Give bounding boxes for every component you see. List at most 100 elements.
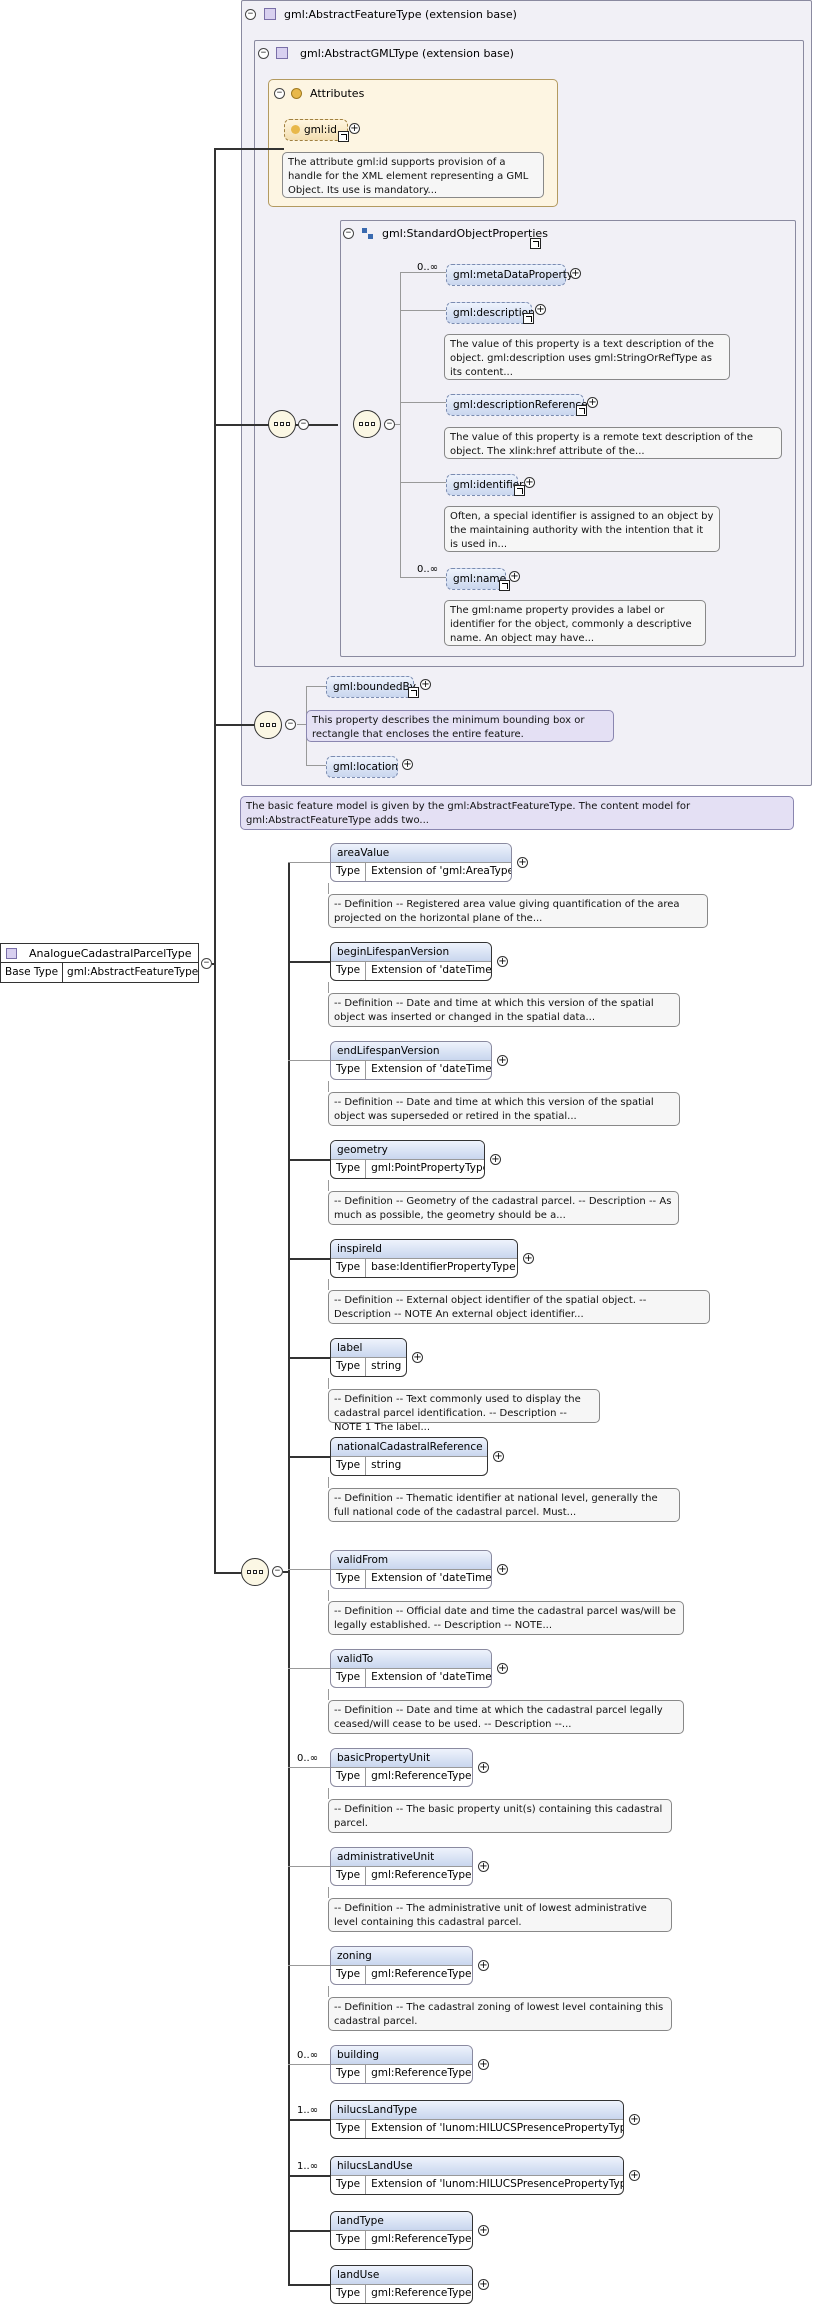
expand-button[interactable]: + [497, 1055, 508, 1066]
expand-button[interactable]: + [524, 477, 535, 488]
expand-button[interactable]: + [478, 1762, 489, 1773]
occurrence-label: 0..∞ [297, 1753, 319, 1764]
expand-button[interactable]: + [497, 956, 508, 967]
sequence-compositor-icon[interactable] [268, 410, 296, 438]
expand-button[interactable]: + [402, 759, 413, 770]
expand-button[interactable]: + [517, 857, 528, 868]
connector [288, 2230, 330, 2232]
element-gml-boundedby[interactable]: gml:boundedBy [326, 676, 416, 698]
element-gml-descriptionreference[interactable]: gml:descriptionReference [446, 394, 588, 416]
expand-button[interactable]: + [478, 2279, 489, 2290]
abstract-feature-doc: The basic feature model is given by the … [240, 796, 794, 830]
expand-button[interactable]: + [478, 2059, 489, 2070]
abstract-feature-title: gml:AbstractFeatureType (extension base) [284, 8, 517, 21]
expand-button[interactable]: + [493, 1451, 504, 1462]
collapse-sequence-button[interactable]: − [298, 419, 309, 430]
expand-button[interactable]: + [412, 1352, 423, 1363]
reference-icon [514, 485, 525, 496]
expand-button[interactable]: + [570, 268, 581, 279]
type-value: gml:ReferenceType [371, 1869, 472, 1881]
occurrence-label: 0..∞ [417, 564, 439, 575]
element-gml-identifier[interactable]: gml:identifier [446, 474, 523, 496]
collapse-attributes-button[interactable]: − [274, 88, 285, 99]
connector [306, 765, 326, 766]
collapse-abstract-gml-button[interactable]: − [258, 48, 269, 59]
element-gml-name[interactable]: gml:name [446, 568, 506, 590]
collapse-standard-props-button[interactable]: − [343, 228, 354, 239]
type-value: base:IdentifierPropertyType [371, 1261, 516, 1273]
collapse-sequence-button[interactable]: − [285, 719, 296, 730]
connector [328, 1477, 329, 1488]
element-gml-location[interactable]: gml:location [326, 756, 398, 778]
connector [288, 1668, 330, 1669]
sequence-compositor-icon[interactable] [353, 410, 381, 438]
connector [283, 1571, 288, 1573]
connector [328, 982, 329, 993]
element-doc: -- Definition -- Geometry of the cadastr… [328, 1191, 679, 1225]
element-gml-description[interactable]: gml:description [446, 302, 535, 324]
element-name: nationalCadastralReference [331, 1438, 487, 1457]
expand-button[interactable]: + [420, 679, 431, 690]
expand-button[interactable]: + [478, 2225, 489, 2236]
reference-icon [523, 313, 534, 324]
expand-button[interactable]: + [629, 2114, 640, 2125]
collapse-abstract-feature-button[interactable]: − [245, 9, 256, 20]
connector [306, 686, 326, 687]
root-type-box[interactable]: AnalogueCadastralParcelType Base Type gm… [0, 943, 199, 983]
expand-button[interactable]: + [478, 1960, 489, 1971]
element-label: gml:metaDataProperty [453, 269, 574, 281]
expand-button[interactable]: + [509, 571, 520, 582]
expand-button[interactable]: + [497, 1564, 508, 1575]
expand-button[interactable]: + [587, 397, 598, 408]
element-label: gml:identifier [453, 479, 524, 491]
type-label: Type [331, 1160, 367, 1178]
connector [288, 1159, 330, 1161]
attribute-group-icon [291, 88, 302, 99]
group-icon [362, 228, 374, 240]
attributes-title: Attributes [310, 87, 365, 100]
sequence-compositor-icon[interactable] [241, 1558, 269, 1586]
expand-gml-id-button[interactable]: + [349, 123, 360, 134]
expand-button[interactable]: + [478, 1861, 489, 1872]
expand-button[interactable]: + [490, 1154, 501, 1165]
collapse-sequence-button[interactable]: − [272, 1566, 283, 1577]
expand-button[interactable]: + [629, 2170, 640, 2181]
attribute-gml-id[interactable]: gml:id [284, 119, 348, 141]
connector [288, 2284, 330, 2286]
occurrence-label: 0..∞ [297, 2050, 319, 2061]
sequence-compositor-icon[interactable] [254, 711, 282, 739]
expand-button[interactable]: + [535, 304, 546, 315]
collapse-root-button[interactable]: − [201, 958, 212, 969]
expand-button[interactable]: + [497, 1663, 508, 1674]
collapse-sequence-button[interactable]: − [384, 419, 395, 430]
connector [212, 963, 214, 965]
expand-button[interactable]: + [523, 1253, 534, 1264]
element-gml-metadataproperty[interactable]: gml:metaDataProperty [446, 264, 573, 286]
element-doc: -- Definition -- Date and time at which … [328, 1092, 680, 1126]
element-name: validFrom [331, 1551, 491, 1570]
element-name: landType [331, 2212, 472, 2231]
element-label: gml:location [333, 761, 399, 773]
